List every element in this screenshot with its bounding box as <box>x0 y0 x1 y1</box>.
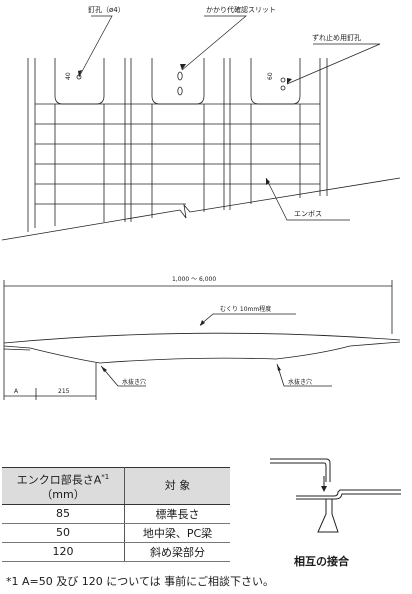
gap-slit-label: かかり代確認スリット <box>206 5 276 14</box>
dim-60-label: 60 <box>267 72 274 80</box>
dim-215-label: 215 <box>58 388 70 395</box>
plan-view-diagram: 40 60 釘孔（ø4） かかり代確認スリット ずれ止め用釘孔 エンボス <box>1 5 401 241</box>
emboss-label: エンボス <box>294 210 322 218</box>
nail-hole-label: 釘孔（ø4） <box>88 5 125 14</box>
header-length: エンクロ部長さA*1 （mm） <box>2 467 125 505</box>
dim-40-label: 40 <box>65 72 72 80</box>
drain-hole-label-right: 水抜き穴 <box>288 378 312 386</box>
footnote: *1 A=50 及び 120 については 事前にご相談下さい。 <box>6 575 274 588</box>
side-view-diagram: 1,000 ～ 6,000 むくり 10mm程度 水抜き穴 水抜き穴 A 215 <box>3 276 401 400</box>
joint-caption: 相互の接合 <box>294 555 349 568</box>
dim-a-label: A <box>14 388 19 395</box>
span-label: 1,000 ～ 6,000 <box>172 276 216 283</box>
joint-detail-diagram <box>270 458 401 533</box>
enclosure-length-table: エンクロ部長さA*1 （mm） 対 象 85 標準長さ 50 地中梁、PC梁 1… <box>2 467 230 562</box>
camber-label: むくり 10mm程度 <box>220 305 271 313</box>
table-row: 85 標準長さ <box>2 504 230 524</box>
table-row: 120 斜め梁部分 <box>2 542 230 562</box>
table-row: 50 地中梁、PC梁 <box>2 523 230 543</box>
header-target: 対 象 <box>124 467 230 505</box>
slip-nail-hole-label: ずれ止め用釘孔 <box>312 33 361 42</box>
drain-hole-label-left: 水抜き穴 <box>122 378 146 386</box>
